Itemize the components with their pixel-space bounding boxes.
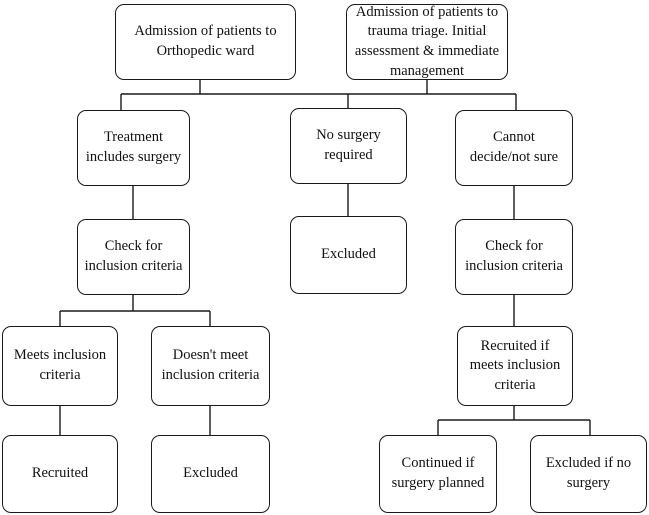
box-label: Cannot decide/not sure bbox=[469, 129, 559, 165]
doesnt-meet-criteria-box: Doesn't meet inclusion criteria bbox=[151, 326, 270, 406]
excluded-left-box: Excluded bbox=[151, 435, 270, 513]
no-surgery-box: No surgery required bbox=[290, 108, 407, 184]
box-label: Recruited if meets inclusion criteria bbox=[469, 337, 561, 393]
admission-trauma-box: Admission of patients to trauma triage. … bbox=[346, 4, 508, 80]
box-label: No surgery required bbox=[316, 127, 381, 163]
continued-if-surgery-box: Continued if surgery planned bbox=[379, 435, 497, 513]
treatment-surgery-box: Treatment includes surgery bbox=[77, 110, 190, 186]
box-label: Admission of patients to Orthopedic ward bbox=[134, 23, 277, 59]
box-label: Treatment includes surgery bbox=[85, 129, 182, 165]
box-label: Excluded if no surgery bbox=[545, 455, 632, 491]
box-label: Excluded bbox=[321, 246, 376, 263]
meets-criteria-box: Meets inclusion criteria bbox=[2, 326, 118, 406]
box-label: Recruited bbox=[31, 465, 89, 482]
excluded-if-no-surgery-box: Excluded if no surgery bbox=[530, 435, 647, 513]
box-label: Meets inclusion criteria bbox=[13, 347, 107, 383]
check-inclusion-right-box: Check for inclusion criteria bbox=[455, 219, 573, 295]
admission-orthopedic-box: Admission of patients to Orthopedic ward bbox=[115, 4, 296, 80]
box-label: Check for inclusion criteria bbox=[465, 238, 563, 274]
box-label: Doesn't meet inclusion criteria bbox=[161, 347, 260, 383]
check-inclusion-left-box: Check for inclusion criteria bbox=[77, 219, 190, 295]
box-label: Continued if surgery planned bbox=[391, 455, 485, 491]
cannot-decide-box: Cannot decide/not sure bbox=[455, 110, 573, 186]
recruited-if-meets-box: Recruited if meets inclusion criteria bbox=[457, 326, 573, 406]
box-label: Admission of patients to trauma triage. … bbox=[354, 3, 500, 79]
recruited-box: Recruited bbox=[2, 435, 118, 513]
box-label: Excluded bbox=[183, 465, 238, 482]
box-label: Check for inclusion criteria bbox=[84, 238, 183, 274]
excluded-middle-box: Excluded bbox=[290, 216, 407, 294]
